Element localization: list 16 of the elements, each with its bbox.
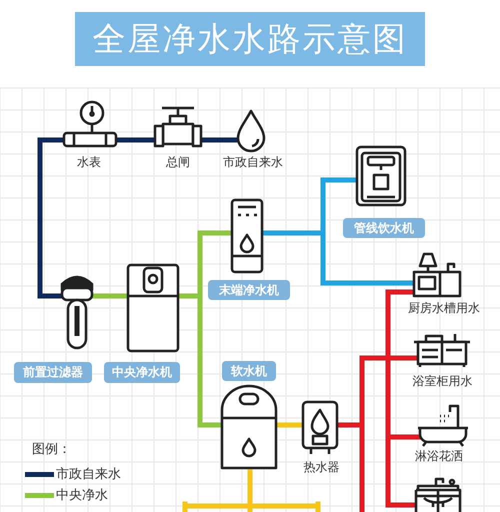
fixture-label: 水表: [76, 155, 102, 171]
legend-title: 图例：: [32, 441, 71, 458]
fixture-label: 厨房水槽用水: [407, 301, 481, 317]
device-label: 前置过滤器: [14, 362, 92, 383]
device-label: 管线饮水机: [343, 218, 425, 238]
device-label: 软水机: [222, 361, 276, 381]
fixture-label: 浴室柜用水: [412, 374, 474, 390]
fixture-label: 热水器: [302, 460, 340, 476]
legend-label: 市政自来水: [56, 466, 121, 483]
fixture-label: 总闸: [165, 155, 191, 171]
fixture-label: 市政自来水: [222, 155, 284, 171]
fixture-label: 淋浴花洒: [414, 449, 464, 465]
device-label: 中央净水机: [104, 362, 180, 383]
title-banner: 全屋净水水路示意图: [75, 12, 425, 66]
legend-label: 中央净水: [56, 487, 108, 504]
device-label: 末端净水机: [208, 280, 290, 300]
